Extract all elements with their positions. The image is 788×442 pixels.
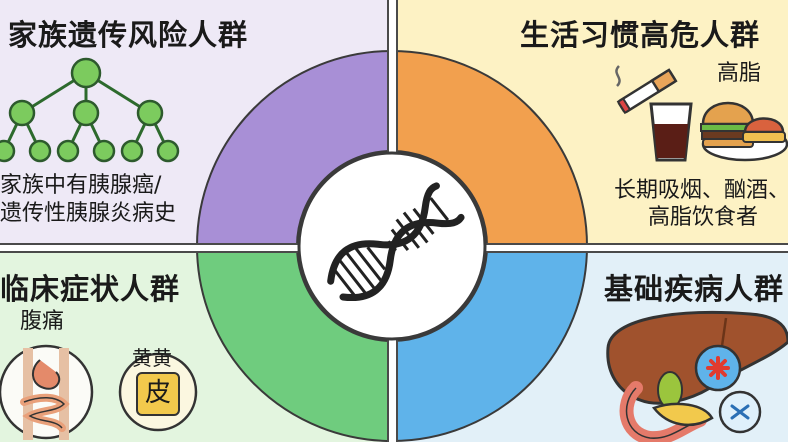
liver-pancreas-icon (606, 310, 788, 442)
family-risk-line1: 家族中有胰腺癌/ (0, 173, 162, 198)
underlying-disease-title: 基础疾病人群 (604, 272, 785, 306)
family-risk-line2: 遗传性胰腺炎病史 (0, 201, 177, 226)
ring-segment-family (195, 49, 393, 247)
ring-segment-clinical (195, 245, 393, 442)
clinical-symptom-title: 临床症状人群 (0, 272, 181, 306)
cigarette-drink-burger-icon (615, 65, 788, 162)
jaundice-badge-label: 黄黄 (132, 346, 172, 370)
lifestyle-risk-line1: 长期吸烟、酗酒、 (614, 178, 788, 203)
ring-segment-lifestyle (391, 49, 589, 247)
jaundice-skin-badge: 皮 (136, 372, 180, 416)
lifestyle-risk-title: 生活习惯高危人群 (520, 18, 761, 52)
lifestyle-high-fat-label: 高脂 (717, 61, 762, 86)
abdominal-pain-label: 腹痛 (20, 309, 65, 334)
ring-segment-disease (391, 245, 589, 442)
dna-helix-icon (327, 182, 465, 302)
lifestyle-risk-line2: 高脂饮食者 (648, 205, 759, 230)
family-tree-icon (0, 57, 180, 163)
family-risk-title: 家族遗传风险人群 (8, 18, 249, 52)
